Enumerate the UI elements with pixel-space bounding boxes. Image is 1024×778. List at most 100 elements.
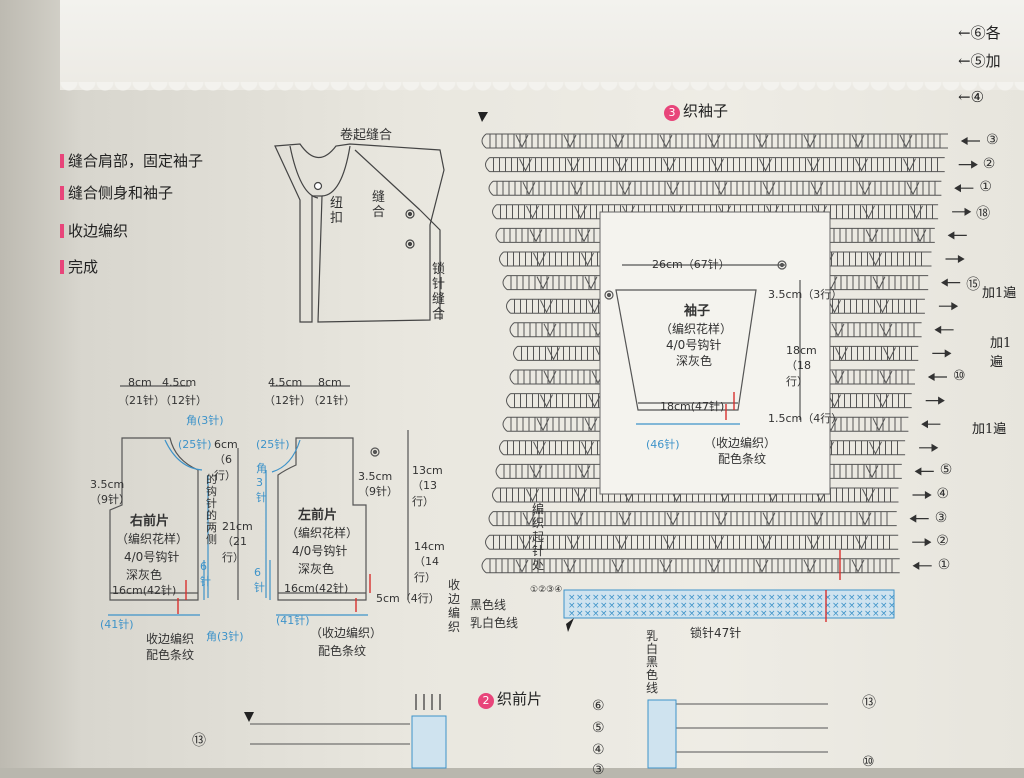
row-turn-arc [509,322,515,338]
sc-stitch-mark: × [640,609,648,619]
sc-stitch-mark: × [688,593,696,603]
sc-stitch-mark: × [776,593,784,603]
hand-note-add2: 加1遍 [990,336,1012,370]
sc-stitch-mark: × [872,601,880,611]
step-2: 缝合侧身和袖子 [60,182,173,203]
row-number-label: ⑱ [976,205,991,222]
sc-stitch-mark: × [632,601,640,611]
sc-stitch-mark: × [824,593,832,603]
row-turn-arc [495,228,501,243]
sc-stitch-mark: × [720,593,728,603]
sc-stitch-mark: × [656,601,664,611]
row-turn-arc [502,416,508,432]
lf-pattern: （编织花样） [286,526,359,540]
sc-stitch-mark: × [848,609,856,619]
roll-seam-label: 卷起缝合 [340,128,393,143]
arrow-head [921,420,928,429]
lf-edge-note: （收边编织） [310,626,383,640]
sc-stitch-mark: × [816,593,824,603]
sc-stitch-mark: × [616,601,624,611]
arrow-head [927,372,935,382]
arrow-head [971,160,978,169]
row-turn-arc [488,180,494,196]
sc-stitch-mark: × [760,593,768,603]
arrow-head [914,467,922,476]
sc-stitch-mark: × [784,609,792,619]
sc-stitch-mark: × [656,609,664,619]
row-number-label: ③ [986,132,999,148]
row-turn-arc [502,275,508,290]
lf-h1: 13cm（13行） [412,464,443,508]
sc-stitch-mark: × [888,609,896,619]
sc-stitch-mark: × [872,593,880,603]
sleeve-h-mid: 18cm（18行） [786,344,817,388]
edge-side-label: 收边编织 [448,578,461,634]
front-yarn-vertical: 乳白黑色线 [646,629,659,695]
step-3: 收边编织 [60,220,128,241]
sc-stitch-mark: × [584,601,592,611]
sc-stitch-mark: × [768,601,776,611]
sc-stitch-mark: × [688,609,696,619]
pink-marker-icon [60,224,64,238]
step-number-badge: 3 [664,105,680,121]
sc-stitch-mark: × [856,609,864,619]
lf-blue-41: (41针) [276,614,310,627]
rf-pattern: （编织花样） [116,532,189,546]
arrow-head [951,302,959,311]
sc-stitch-mark: × [784,593,792,603]
rf-height: 6cm（6行） [214,438,238,482]
lf-count-12: （12针） [264,394,311,407]
row-number-label: ① [979,179,992,196]
arrow-head [941,278,948,287]
upper-page [60,0,1024,90]
button-label: 纽扣 [330,196,344,226]
rf-stripe: 配色条纹 [146,648,195,662]
sc-stitch-mark: × [648,601,656,611]
sleeve-bottom: 18cm(47针) [660,400,725,413]
sc-stitch-mark: × [664,609,672,619]
sc-stitch-mark: × [832,601,840,611]
sc-stitch-mark: × [736,593,744,603]
sc-stitch-mark: × [832,593,840,603]
sc-stitch-mark: × [768,609,776,619]
row-turn-arc [509,369,515,385]
sc-stitch-mark: × [856,601,864,611]
sc-stitch-mark: × [792,609,800,619]
sc-stitch-mark: × [592,601,600,611]
arrow-head [934,325,942,334]
sc-stitch-mark: × [880,593,888,603]
lf-color: 深灰色 [298,562,335,576]
hand-note-arrow4: ←④ [958,88,985,106]
row-number-label: ⑩ [953,368,966,384]
pink-marker-icon [60,154,64,168]
sc-stitch-mark: × [632,609,640,619]
sc-stitch-mark: × [704,609,712,619]
lf-stripe: 配色条纹 [318,644,367,658]
rf-dim-45: 4.5cm [162,376,197,389]
sc-stitch-mark: × [672,601,680,611]
row-number-label: ④ [936,486,950,502]
rf-count-21: （21针） [118,394,165,407]
hand-note-1: ←⑥各 [958,24,1001,42]
row-number-label: ② [982,155,996,172]
arrow-head [931,443,939,452]
crochet-row [493,511,897,527]
lf-count-21: （21针） [308,394,355,407]
sc-stitch-mark: × [584,609,592,619]
front-row-10: ⑩ [862,754,875,770]
sc-stitch-mark: × [728,601,736,611]
sc-stitch-mark: × [744,609,752,619]
sc-stitch-mark: × [728,609,736,619]
lf-title: 左前片 [298,508,338,523]
sc-stitch-mark: × [776,601,784,611]
rf-width: 16cm(42针) [112,584,177,597]
sc-stitch-mark: × [568,609,576,619]
lf-hook: 4/0号钩针 [292,544,348,558]
sc-stitch-mark: × [632,593,640,603]
sc-stitch-mark: × [648,609,656,619]
hand-note-add3: 加1遍 [972,422,1007,437]
row-number-label: ⑤ [939,462,953,479]
yarn-black: 黑色线 [470,598,507,612]
arrow-head [964,207,972,216]
